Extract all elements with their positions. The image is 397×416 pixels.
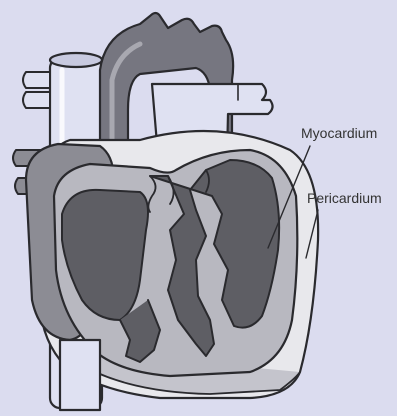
inferior-vena-cava <box>60 340 100 410</box>
pericardium-label: Pericardium <box>307 190 382 206</box>
myocardium-label: Myocardium <box>301 125 377 141</box>
left-vessel-branch <box>23 72 50 108</box>
